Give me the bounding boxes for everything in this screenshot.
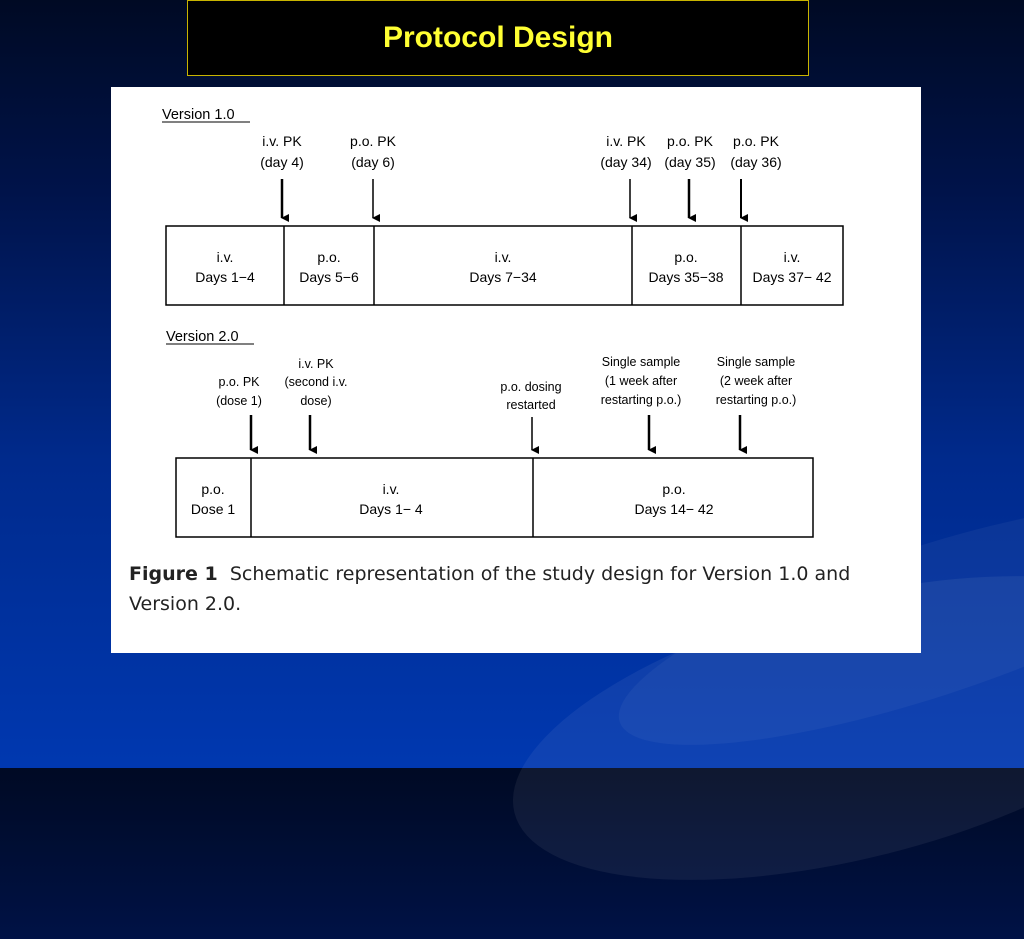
v1-seg-2-days: Days 5−6 [299, 269, 359, 285]
slide-title-box: Protocol Design [187, 0, 809, 76]
v2-marker-3-line2: restarted [506, 398, 555, 412]
v2-marker-4-line1: Single sample [602, 355, 681, 369]
protocol-diagram: Version 1.0 i.v. PK (day 4) p.o. PK (day… [162, 107, 844, 538]
v2-marker-3-line1: p.o. dosing [500, 380, 561, 394]
protocol-figure: Version 1.0 i.v. PK (day 4) p.o. PK (day… [111, 87, 921, 653]
v1-marker-4-line2: (day 35) [664, 154, 715, 170]
v1-timeline-box [165, 225, 844, 306]
version1-section: Version 1.0 i.v. PK (day 4) p.o. PK (day… [162, 107, 844, 306]
v1-seg-4-route: p.o. [674, 249, 697, 265]
v1-seg-1-days: Days 1−4 [195, 269, 255, 285]
v2-seg-2-route: i.v. [383, 481, 400, 497]
v2-marker-4-line3: restarting p.o.) [601, 393, 682, 407]
v1-marker-2-line1: p.o. PK [350, 133, 397, 149]
v1-seg-5-days: Days 37− 42 [753, 269, 832, 285]
v1-marker-2-line2: (day 6) [351, 154, 395, 170]
v2-timeline-box [175, 457, 814, 538]
v2-seg-1-route: p.o. [201, 481, 224, 497]
v1-marker-1-line2: (day 4) [260, 154, 304, 170]
v1-seg-4-days: Days 35−38 [648, 269, 723, 285]
v2-marker-4-line2: (1 week after [605, 374, 677, 388]
v2-seg-2-days: Days 1− 4 [359, 501, 423, 517]
v2-marker-2-line2: (second i.v. [285, 375, 348, 389]
version1-label: Version 1.0 [162, 107, 235, 123]
version2-section: Version 2.0 p.o. PK (dose 1) i.v. PK (se… [166, 329, 814, 538]
v2-marker-2-line3: dose) [300, 394, 331, 408]
v1-seg-3-route: i.v. [495, 249, 512, 265]
figure-caption: Figure 1 Schematic representation of the… [129, 559, 899, 619]
v1-marker-3-line2: (day 34) [600, 154, 651, 170]
v1-marker-4-line1: p.o. PK [667, 133, 714, 149]
v2-marker-2-line1: i.v. PK [298, 357, 334, 371]
v1-seg-3-days: Days 7−34 [469, 269, 537, 285]
v1-seg-2-route: p.o. [317, 249, 340, 265]
v1-seg-1-route: i.v. [217, 249, 234, 265]
v2-marker-5-line1: Single sample [717, 355, 796, 369]
v2-seg-1-days: Dose 1 [191, 501, 236, 517]
figure-caption-label: Figure 1 [129, 563, 218, 585]
v2-marker-5-line3: restarting p.o.) [716, 393, 797, 407]
figure-caption-text: Schematic representation of the study de… [129, 563, 851, 615]
v1-marker-5-line2: (day 36) [730, 154, 781, 170]
v2-marker-1-line2: (dose 1) [216, 394, 262, 408]
v1-marker-1-line1: i.v. PK [262, 133, 302, 149]
v1-seg-5-route: i.v. [784, 249, 801, 265]
v1-marker-5-line1: p.o. PK [733, 133, 780, 149]
v2-marker-5-line2: (2 week after [720, 374, 792, 388]
v1-marker-3-line1: i.v. PK [606, 133, 646, 149]
v2-seg-3-route: p.o. [662, 481, 685, 497]
v2-seg-3-days: Days 14− 42 [635, 501, 714, 517]
version2-label: Version 2.0 [166, 329, 239, 345]
slide-title: Protocol Design [382, 21, 614, 54]
v2-marker-1-line1: p.o. PK [219, 375, 261, 389]
